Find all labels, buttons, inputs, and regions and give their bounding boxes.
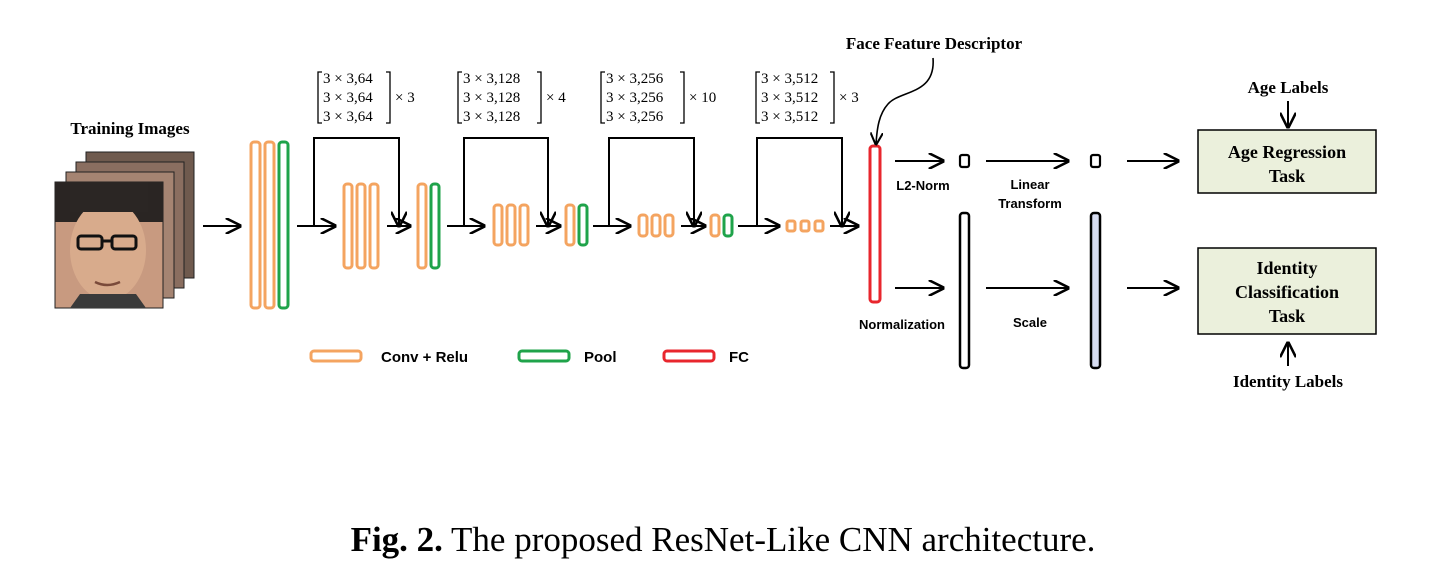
conv-layer <box>355 182 367 270</box>
block-matrix-2: 3 × 3,128 3 × 3,128 3 × 3,128 × 4 <box>457 71 566 125</box>
conv-layer <box>505 203 517 247</box>
legend-conv-swatch <box>309 349 363 363</box>
skip-connection <box>608 137 694 226</box>
linear-transform-label-1: Linear <box>1010 177 1049 192</box>
age-regression-task-box <box>1197 129 1377 194</box>
matrix-row: 3 × 3,512 <box>761 109 818 125</box>
conv-layer <box>564 203 576 247</box>
matrix-row: 3 × 3,64 <box>323 109 373 125</box>
descriptor-arrow <box>876 57 934 144</box>
normalization-label: Normalization <box>859 317 945 332</box>
matrix-row: 3 × 3,512 <box>761 71 818 87</box>
fc-layer <box>868 144 882 304</box>
conv-layer <box>637 213 649 238</box>
face-photo <box>54 181 164 309</box>
pool-layer <box>277 140 290 310</box>
age-task-line1: Age Regression <box>1228 142 1346 162</box>
block-matrix-4: 3 × 3,512 3 × 3,512 3 × 3,512 × 3 <box>755 71 859 125</box>
conv-layer <box>785 219 797 233</box>
caption-text: The proposed ResNet-Like CNN architectur… <box>442 520 1096 559</box>
legend-fc-swatch <box>662 349 716 363</box>
conv-layer <box>249 140 262 310</box>
skip-connection <box>756 137 842 226</box>
matrix-row: 3 × 3,256 <box>606 71 664 87</box>
age-output-vector <box>1089 153 1102 169</box>
matrix-row: 3 × 3,64 <box>323 71 373 87</box>
training-images-label: Training Images <box>70 119 190 138</box>
matrix-multiplier: × 4 <box>546 90 566 106</box>
matrix-multiplier: × 10 <box>689 90 716 106</box>
conv-layer <box>368 182 380 270</box>
conv-layer <box>813 219 825 233</box>
age-task-line2: Task <box>1269 166 1305 186</box>
skip-connection <box>313 137 399 226</box>
identity-task-line3: Task <box>1269 306 1305 326</box>
matrix-multiplier: × 3 <box>395 90 415 106</box>
matrix-row: 3 × 3,256 <box>606 90 664 106</box>
legend-pool-swatch <box>517 349 571 363</box>
matrix-row: 3 × 3,256 <box>606 109 664 125</box>
legend-pool-label: Pool <box>584 349 617 366</box>
conv-layer <box>709 213 721 238</box>
conv-layer <box>492 203 504 247</box>
conv-layer <box>663 213 675 238</box>
matrix-multiplier: × 3 <box>839 90 859 106</box>
pool-layer <box>722 213 734 238</box>
legend-fc-label: FC <box>729 349 749 366</box>
training-images-stack <box>54 151 195 309</box>
caption-prefix: Fig. 2. <box>350 520 443 559</box>
conv-layer <box>799 219 811 233</box>
identity-task-line2: Classification <box>1235 282 1339 302</box>
scaled-vector <box>1089 211 1102 370</box>
block-matrix-3: 3 × 3,256 3 × 3,256 3 × 3,256 × 10 <box>600 71 716 125</box>
identity-labels: Identity Labels <box>1233 372 1343 391</box>
legend: Conv + Relu Pool FC <box>309 349 749 366</box>
legend-conv-label: Conv + Relu <box>381 349 468 366</box>
conv-layer <box>342 182 354 270</box>
normalized-vector <box>958 211 971 370</box>
pool-layer <box>577 203 589 247</box>
identity-task-line1: Identity <box>1256 258 1317 278</box>
matrix-row: 3 × 3,512 <box>761 90 818 106</box>
skip-connection <box>463 137 548 226</box>
matrix-row: 3 × 3,128 <box>463 71 520 87</box>
figure-caption: Fig. 2. The proposed ResNet-Like CNN arc… <box>0 520 1446 560</box>
matrix-row: 3 × 3,128 <box>463 109 520 125</box>
identity-classification-task-box <box>1197 247 1377 335</box>
block-matrix-1: 3 × 3,64 3 × 3,64 3 × 3,64 × 3 <box>317 71 415 125</box>
age-labels: Age Labels <box>1248 78 1329 97</box>
face-feature-descriptor-label: Face Feature Descriptor <box>846 34 1023 53</box>
scale-label: Scale <box>1013 315 1047 330</box>
matrix-row: 3 × 3,64 <box>323 90 373 106</box>
conv-layer <box>650 213 662 238</box>
matrix-row: 3 × 3,128 <box>463 90 520 106</box>
conv-layer <box>263 140 276 310</box>
conv-layer <box>416 182 428 270</box>
linear-transform-label-2: Transform <box>998 196 1062 211</box>
pool-layer <box>429 182 441 270</box>
l2-normed-vector <box>958 153 971 169</box>
l2-norm-label: L2-Norm <box>896 178 949 193</box>
conv-layer <box>518 203 530 247</box>
